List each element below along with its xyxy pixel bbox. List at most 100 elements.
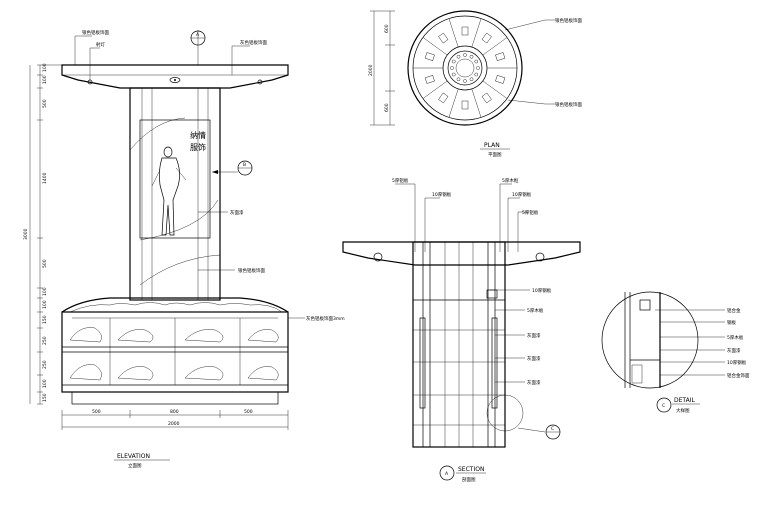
plan-spoke <box>482 80 508 99</box>
plan-spoke <box>448 18 459 48</box>
dim-total-left: 3000 <box>23 228 29 240</box>
plan-bolt <box>450 66 454 70</box>
dim-left-6: 100 <box>42 300 48 309</box>
plan-spoke <box>422 80 448 99</box>
section-callout-right-2: 灰面漆 <box>527 332 541 339</box>
plan-shoe-slot <box>481 92 492 104</box>
dim-left-8: 250 <box>42 336 48 345</box>
marker-b-label: B <box>243 162 246 168</box>
plan-subtitle: 平面图 <box>488 152 502 158</box>
detail-callout-1: 钢板 <box>727 319 736 326</box>
plan-shoe-slot <box>495 75 506 84</box>
detail-callout-2: 5厚木板 <box>727 334 744 341</box>
detail-circle <box>601 291 699 389</box>
dim-bottom-total: 2000 <box>168 421 180 427</box>
callout-4: 银色铝板饰面 <box>238 267 265 274</box>
dim-left-2: 500 <box>42 99 48 108</box>
sign-panel <box>139 119 211 239</box>
section-marker-circle <box>439 465 455 481</box>
plan-bolt <box>476 66 480 70</box>
plan-spoke <box>422 37 448 56</box>
dim-left-11: 150 <box>42 393 48 402</box>
sign-text-line1: 纳情 <box>190 130 206 140</box>
section-callout-top-2: 5厚木框 <box>502 177 519 184</box>
plan-bolt <box>469 77 474 82</box>
plan-bolt <box>456 54 461 59</box>
plan-spoke <box>471 18 482 48</box>
dim-left-0: 100 <box>42 63 48 72</box>
callout-2: 灰色铝板饰面 <box>240 39 267 46</box>
detail-subtitle: 大样图 <box>676 407 690 414</box>
section-callout-top-4: 5厚铝板 <box>522 209 539 216</box>
plan-shoe-slot <box>424 52 435 61</box>
plan-shoe-slot <box>495 52 506 61</box>
eye-light-icon <box>169 77 181 83</box>
plan-shoe-slot <box>461 26 469 36</box>
plan-shoe-slot <box>481 32 492 44</box>
callout-1: 射灯 <box>96 41 105 48</box>
section-marker-label: A <box>445 471 449 477</box>
callout-3: 灰面漆 <box>230 209 244 216</box>
marker-a-label: A <box>196 32 200 38</box>
plan-bolt <box>456 77 461 82</box>
elevation-top-cap <box>61 64 289 89</box>
plan-shoe-slot <box>461 100 469 110</box>
detail-callout-3: 灰面漆 <box>727 347 741 354</box>
plan-bolt <box>451 59 456 64</box>
dim-ticks-left <box>37 64 62 405</box>
plan-spokes <box>413 18 517 118</box>
dim-left-10: 100 <box>42 379 48 388</box>
plan-dim-2: 600 <box>384 103 390 112</box>
dim-bottom-1: 800 <box>170 409 179 415</box>
plan-shoe-slot <box>438 92 449 104</box>
dim-left-9: 250 <box>42 360 48 369</box>
callout-0: 银色铝板饰面 <box>82 29 109 36</box>
plan-bolt <box>474 59 479 64</box>
plan-outer-circle <box>407 10 523 126</box>
detail-callout-5: 铝合金饰面 <box>727 372 750 379</box>
marker-c-label: C <box>551 426 554 432</box>
plan-view: 600 2000 600 银色铝板饰面 银色铝板饰面 PLAN 平面图 <box>368 10 582 158</box>
dim-left-7: 150 <box>42 315 48 324</box>
elevation-title: ELEVATION <box>117 453 150 460</box>
plan-bolt <box>463 53 467 57</box>
elevation-view: 纳情 服饰 <box>23 29 345 469</box>
plan-dim-1: 2000 <box>368 64 374 76</box>
dim-left-3: 1400 <box>42 172 48 184</box>
dim-bottom-2: 500 <box>244 409 253 415</box>
plan-shoe-slot <box>424 75 435 84</box>
section-callout-right-1: 5厚木板 <box>527 307 544 314</box>
sign-text-line2: 服饰 <box>190 142 206 152</box>
plan-callout-0: 银色铝板饰面 <box>555 17 582 24</box>
section-detail-circle <box>486 394 524 432</box>
plan-column-ring <box>442 45 488 91</box>
detail-callout-0: 铝合金 <box>727 307 741 314</box>
section-callout-top-0: 5厚铝板 <box>392 177 409 184</box>
plan-bolt <box>451 72 456 77</box>
section-bolt-icon <box>535 252 545 262</box>
base-top <box>61 297 289 313</box>
detail-callout-4: 10厚钢板 <box>727 359 747 366</box>
dim-left-1: 100 <box>42 75 48 84</box>
shoe-display <box>69 327 279 381</box>
dim-bottom-0: 500 <box>92 409 101 415</box>
elevation-subtitle: 立面图 <box>128 462 142 469</box>
section-callout-top-1: 10厚钢板 <box>432 191 452 198</box>
plan-bolt <box>474 72 479 77</box>
section-callout-right-4: 灰面漆 <box>527 379 541 386</box>
plan-spoke <box>471 88 482 118</box>
section-bolt-icon <box>373 252 383 262</box>
detail-view: 铝合金 钢板 5厚木板 灰面漆 10厚钢板 铝合金饰面 C DETAIL 大样图 <box>601 291 750 414</box>
plan-spoke <box>482 37 508 56</box>
section-subtitle: 剖面图 <box>462 476 476 483</box>
detail-title: DETAIL <box>674 397 695 404</box>
plan-title: PLAN <box>484 142 500 149</box>
detail-marker-circle <box>656 397 672 413</box>
section-callout-right-0: 10厚钢板 <box>532 287 552 294</box>
section-title: SECTION <box>458 466 484 473</box>
plan-bolt <box>469 54 474 59</box>
section-callout-right-3: 灰面漆 <box>527 355 541 362</box>
plan-spoke <box>448 88 459 118</box>
plan-dim-0: 600 <box>384 24 390 33</box>
plan-callout-1: 银色铝板饰面 <box>555 101 582 108</box>
